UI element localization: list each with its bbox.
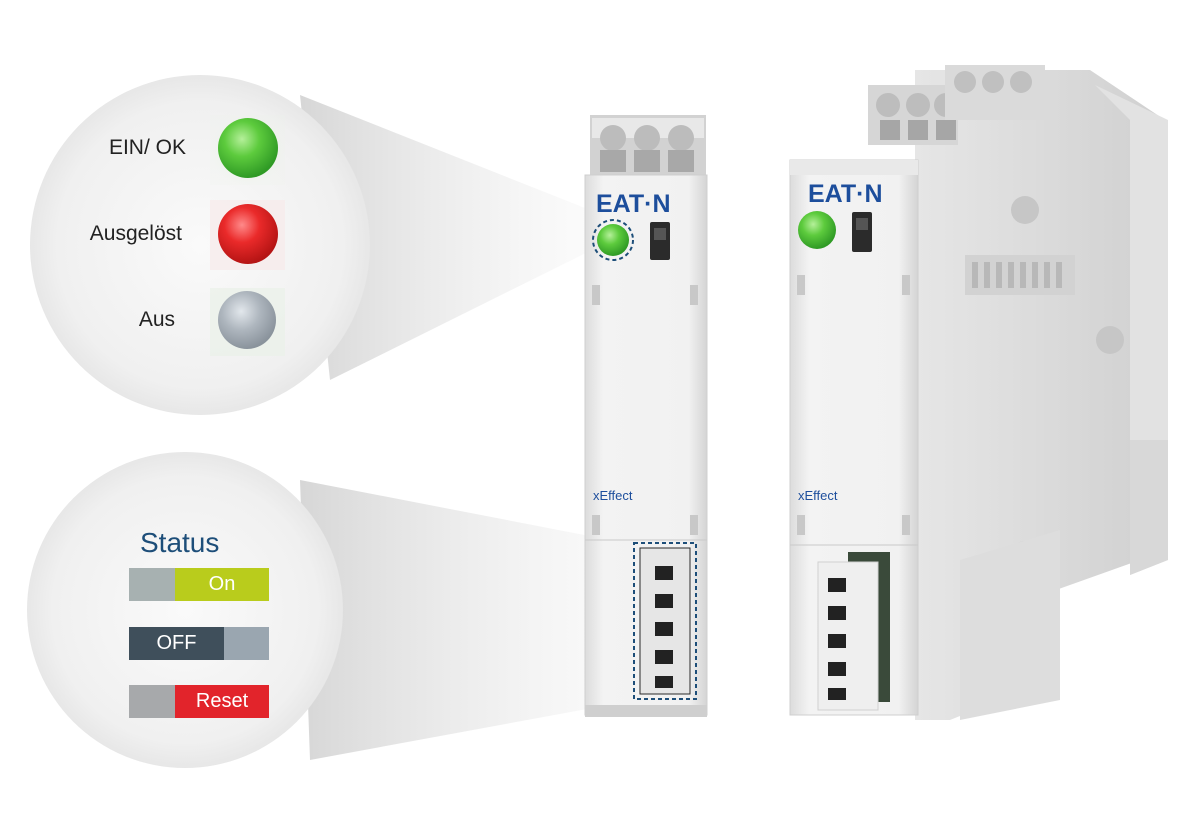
zoom-beam-bottom — [300, 480, 636, 760]
status-toggle-on: On — [129, 568, 269, 601]
status-toggle-reset: Reset — [129, 685, 269, 718]
toggle-reset-label: Reset — [175, 685, 269, 718]
zoom-circle-status — [27, 452, 343, 768]
side-model-label: xEffect — [798, 488, 838, 503]
zoom-beam-top — [300, 95, 592, 380]
led-red-icon — [218, 204, 278, 264]
toggle-off-inactive — [224, 627, 269, 660]
toggle-on-inactive — [129, 568, 175, 601]
toggle-reset-inactive — [129, 685, 175, 718]
led-green-icon — [218, 118, 278, 178]
status-toggle-off: OFF — [129, 627, 269, 660]
toggle-on-label: On — [175, 568, 269, 601]
front-device — [584, 115, 708, 717]
front-model-label: xEffect — [593, 488, 633, 503]
led-label-tripped: Ausgelöst — [89, 222, 182, 245]
led-label-on: EIN/ OK — [108, 136, 186, 159]
status-title: Status — [140, 527, 220, 558]
side-device — [789, 65, 1168, 720]
led-grey-icon — [218, 291, 276, 349]
side-brand-logo: EAT·N — [808, 180, 883, 208]
led-label-off: Aus — [138, 308, 175, 331]
front-brand-logo: EAT·N — [596, 190, 671, 218]
toggle-off-label: OFF — [129, 627, 224, 660]
